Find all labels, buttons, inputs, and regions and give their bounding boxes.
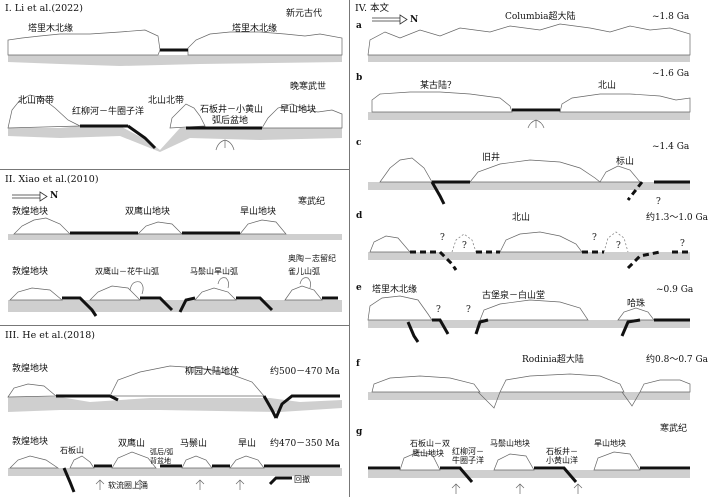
- p3-age-2: 约470－350 Ma: [270, 439, 340, 449]
- row-e-letter: e: [356, 283, 362, 293]
- row-g-letter: g: [356, 427, 363, 437]
- row-d-age: 约1.3～1.0 Ga: [646, 213, 708, 223]
- row-d-question-5: ?: [680, 239, 685, 249]
- p2-queershan: 雀儿山弧: [288, 267, 320, 276]
- row-g-label-6: 石板井－: [546, 447, 578, 456]
- panel-1-header: I. Li et al.(2022): [5, 3, 83, 14]
- row-c-question: ?: [656, 197, 661, 207]
- p3-dunhuang-1: 敦煌地块: [12, 364, 49, 374]
- panel-1-diagram: [7, 29, 343, 152]
- p2-mazongshan: 马鬃山旱山弧: [190, 267, 238, 276]
- p3-shuangying: 双鹰山: [118, 439, 146, 449]
- divider-p2-p3: [0, 325, 349, 326]
- panel-3-header: III. He et al.(2018): [5, 330, 95, 341]
- row-f-age: 约0.8～0.7 Ga: [646, 355, 708, 365]
- row-c-age: ~1.4 Ga: [652, 142, 690, 152]
- row-d-question-4: ?: [616, 241, 621, 251]
- row-a-age: ~1.8 Ga: [652, 12, 690, 22]
- p1-shibanjing-2: 弧后盆地: [212, 116, 249, 126]
- row-b-letter: b: [356, 73, 363, 83]
- row-d-question-2: ?: [462, 241, 467, 251]
- row-e-label-left: 塔里木北缘: [372, 285, 418, 295]
- p3-mazong: 马鬃山: [180, 439, 208, 449]
- p1-beishan-north: 北山北带: [148, 96, 185, 106]
- p2-shuangying-1: 双鹰山地块: [125, 207, 171, 217]
- p3-rollback: 回撤: [294, 475, 310, 484]
- row-f-letter: f: [356, 359, 360, 369]
- p2-dunhuang-1: 敦煌地块: [12, 207, 49, 217]
- row-e-question-2: ?: [466, 305, 471, 315]
- row-d-letter: d: [356, 211, 363, 221]
- p1-hanshan: 旱山地块: [280, 105, 317, 115]
- column-divider: [349, 0, 350, 497]
- p3-dunhuang-2: 敦煌地块: [12, 437, 49, 447]
- row-b-age: ~1.6 Ga: [652, 69, 690, 79]
- row-g-label-3: 红柳河－: [452, 447, 484, 456]
- p1-shibanjing-1: 石板井－小黄山: [200, 105, 264, 115]
- row-a-north: N: [410, 15, 419, 25]
- p1-era-top: 新元古代: [286, 9, 323, 19]
- p3-upwelling: 软流圈上涌: [108, 481, 148, 490]
- row-e-question-1: ?: [436, 305, 441, 315]
- row-e-label-mid: 古堡泉－白山堂: [482, 291, 546, 301]
- p3-huhou-1: 弧后/弧: [150, 448, 174, 456]
- row-a-label: Columbia超大陆: [505, 12, 576, 22]
- row-f-label: Rodinia超大陆: [522, 355, 584, 365]
- p3-age-1: 约500－470 Ma: [270, 367, 340, 377]
- row-c-label-right: 标山: [616, 157, 635, 167]
- p1-beishan-south: 北山南带: [18, 96, 55, 106]
- row-a-letter: a: [356, 21, 362, 31]
- row-g-label-8: 旱山地块: [594, 439, 626, 448]
- row-g-era: 寒武纪: [660, 424, 688, 434]
- row-g-label-4: 牛圈子洋: [452, 456, 484, 465]
- p1-tarim-right: 塔里木北缘: [232, 24, 278, 34]
- divider-p1-p2: [0, 169, 349, 170]
- row-g-label-7: 小黄山洋: [546, 456, 578, 465]
- p1-era-bottom: 晚寒武世: [290, 82, 327, 92]
- p3-hanshan: 旱山: [238, 439, 257, 449]
- row-d-question-3: ?: [592, 233, 597, 243]
- p2-north-label: N: [50, 191, 59, 201]
- row-g-label-5: 马鬃山地块: [490, 439, 530, 448]
- p3-shibanshan: 石板山: [60, 446, 84, 455]
- p2-era-top: 寒武纪: [298, 197, 326, 207]
- panel-4-header: IV. 本文: [355, 3, 389, 14]
- row-e-label-right: 哈珠: [627, 299, 646, 309]
- p1-hongliu: 红柳河－牛圈子洋: [72, 107, 145, 117]
- row-g-label-2: 鹰山地块: [412, 449, 444, 458]
- p3-liuyuan: 柳园大陆地体: [185, 367, 240, 377]
- row-g-label-1: 石板山－双: [410, 439, 450, 448]
- p2-dunhuang-2: 敦煌地块: [12, 267, 49, 277]
- row-b-label-right: 北山: [598, 81, 617, 91]
- row-d-label: 北山: [512, 213, 531, 223]
- p2-era-bottom: 奥陶－志留纪: [288, 254, 336, 263]
- panel-2-header: II. Xiao et al.(2010): [5, 174, 99, 185]
- p2-shuangying-2: 双鹰山－花牛山弧: [95, 267, 159, 276]
- row-b-label-left: 某古陆？: [420, 81, 457, 91]
- p3-huhou-2: 背盆地: [150, 457, 171, 465]
- row-e-age: ~0.9 Ga: [656, 285, 694, 295]
- p1-tarim-left: 塔里木北缘: [28, 24, 74, 34]
- row-c-letter: c: [356, 138, 362, 148]
- row-d-question-1: ?: [440, 233, 445, 243]
- row-c-label-left: 旧井: [482, 153, 501, 163]
- p2-hanshan-1: 旱山地块: [240, 207, 277, 217]
